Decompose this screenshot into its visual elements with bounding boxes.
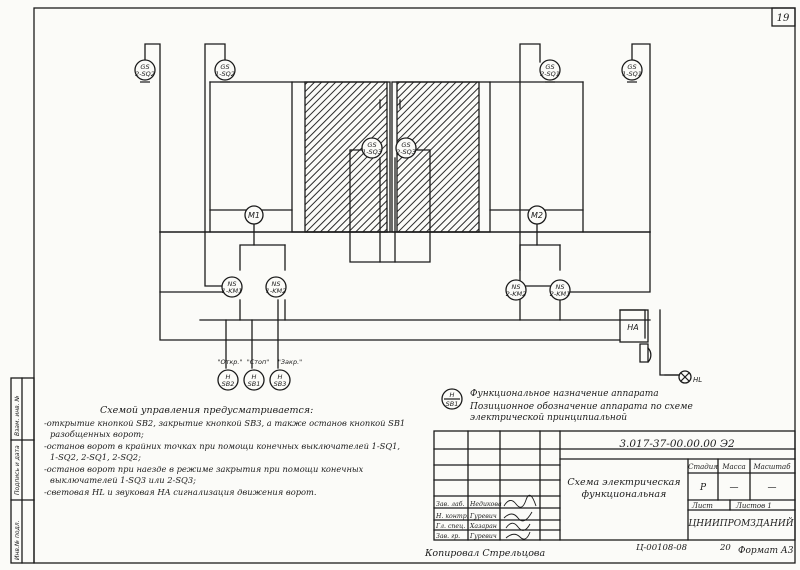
col-scale: Масштаб <box>753 463 792 471</box>
side-stamp-inv: Инв.№ подл. <box>14 520 21 560</box>
stage-value: Р <box>699 483 707 493</box>
horn-box <box>619 309 649 343</box>
note-line: 1-SQ2, 2-SQ1, 2-SQ2; <box>50 452 141 462</box>
motor-m1 <box>244 205 264 225</box>
contactor-2-km1 <box>549 279 571 301</box>
button-h: H <box>226 373 231 381</box>
ns-code: 1-KM1 <box>222 287 243 295</box>
motor-m2 <box>527 205 547 225</box>
note-line: -останов ворот в крайних точках при помо… <box>44 441 400 451</box>
copied-by: Копировал Стрельцова <box>424 548 545 559</box>
gs-code: 2-SQ1 <box>540 70 560 78</box>
signer-name: Недикова <box>469 501 502 508</box>
button-code: SB2 <box>222 380 235 388</box>
contactor-2-km2 <box>505 279 527 301</box>
gs-code: 1-SQ1 <box>622 70 642 78</box>
col-mass: Масса <box>721 463 745 471</box>
limit-switch-1-sq1 <box>621 59 643 81</box>
gs-code: 2-SQ3 <box>396 148 416 156</box>
button-sb3 <box>269 369 291 391</box>
gs-code: 1-SQ2 <box>215 70 235 78</box>
sheet-frame <box>33 7 796 564</box>
gs-label: GS <box>401 141 410 149</box>
signatures <box>503 494 537 540</box>
button-caption: "Стоп" <box>247 358 270 366</box>
note-line: -световая HL и звуковая HA сигнализация … <box>44 487 317 497</box>
button-h: H <box>252 373 257 381</box>
contactor-1-km1 <box>221 276 243 298</box>
limit-switch-1-sq3 <box>361 137 383 159</box>
signer-name: Хазаран <box>469 523 497 530</box>
legend-symbol-top: H <box>450 391 455 399</box>
role: Н. контр. <box>435 513 469 520</box>
doc-code: 3.017-37-00.00.00 Э2 <box>619 438 735 450</box>
title-block <box>433 430 796 541</box>
page-number: 19 <box>777 13 790 24</box>
gs-label: GS <box>627 63 636 71</box>
ns-label: NS <box>512 283 521 291</box>
sheet-label: Лист <box>691 502 713 510</box>
button-sb1 <box>243 369 265 391</box>
motor-m1-label: M1 <box>248 211 260 220</box>
gs-label: GS <box>545 63 554 71</box>
page-number-box <box>771 7 796 27</box>
limit-switch-1-sq2 <box>214 59 236 81</box>
ns-label: NS <box>272 280 281 288</box>
limit-switch-2-sq2 <box>134 59 156 81</box>
button-h: H <box>278 373 283 381</box>
ns-code: 2-KM2 <box>506 290 527 298</box>
button-caption: "Откр." <box>217 358 242 366</box>
note-line: -останов ворот при наезде в режиме закры… <box>44 464 364 474</box>
motor-m2-label: M2 <box>531 211 543 220</box>
limit-switch-2-sq1 <box>539 59 561 81</box>
note-line: выключателей 1-SQ3 или 2-SQ3; <box>50 475 196 485</box>
note-line: разобщенных ворот; <box>50 429 144 439</box>
mass-value: — <box>730 483 739 493</box>
ns-label: NS <box>228 280 237 288</box>
legend-symbol-bottom: SB1 <box>446 400 459 408</box>
signer-name: Гуревич <box>469 533 497 540</box>
role: Зав. лаб. <box>436 501 464 508</box>
gs-label: GS <box>367 141 376 149</box>
legend-line-3: электрической принципиальной <box>470 413 627 423</box>
gate-left <box>209 81 391 233</box>
button-sb2 <box>217 369 239 391</box>
button-code: SB1 <box>248 380 261 388</box>
side-stamp-sign: Подпись и дата <box>14 445 21 495</box>
limit-switch-2-sq3 <box>395 137 417 159</box>
legend-line-1: Функциональное назначение аппарата <box>470 389 659 399</box>
sheets-label: Листов 1 <box>735 502 772 510</box>
scale-value: — <box>768 483 777 493</box>
org-name: ЦНИИПРОМЗДАНИЙ <box>688 517 793 529</box>
ns-label: NS <box>556 283 565 291</box>
horn-label: HA <box>627 323 639 332</box>
lamp-label: HL <box>693 376 702 384</box>
gs-label: GS <box>220 63 229 71</box>
gs-code: 2-SQ2 <box>135 70 155 78</box>
doc-title-1: Схема электрическая <box>567 477 680 488</box>
notes-title: Схемой управления предусматривается: <box>100 405 313 416</box>
button-code: SB3 <box>274 380 287 388</box>
footer-code: Ц-00108-08 <box>636 543 688 553</box>
side-stamp-repl: Взам. инв. № <box>14 395 21 436</box>
format-label: Формат А3 <box>738 546 794 556</box>
button-caption: "Закр." <box>278 358 302 366</box>
footer-number: 20 <box>719 543 731 553</box>
role: Зав. гр. <box>436 533 460 540</box>
ns-code: 1-KM2 <box>266 287 287 295</box>
ns-code: 2-KM1 <box>550 290 571 298</box>
signer-name: Гуревич <box>469 513 497 520</box>
legend-line-2: Позиционное обозначение аппарата по схем… <box>469 401 693 412</box>
gs-label: GS <box>140 63 149 71</box>
gs-code: 1-SQ3 <box>362 148 382 156</box>
col-stage: Стадия <box>688 463 718 471</box>
note-line: -открытие кнопкой SB2, закрытие кнопкой … <box>44 418 405 428</box>
gate-right <box>391 81 584 233</box>
role: Гл. спец. <box>435 523 465 530</box>
doc-title-2: функциональная <box>582 489 667 500</box>
contactor-1-km2 <box>265 276 287 298</box>
